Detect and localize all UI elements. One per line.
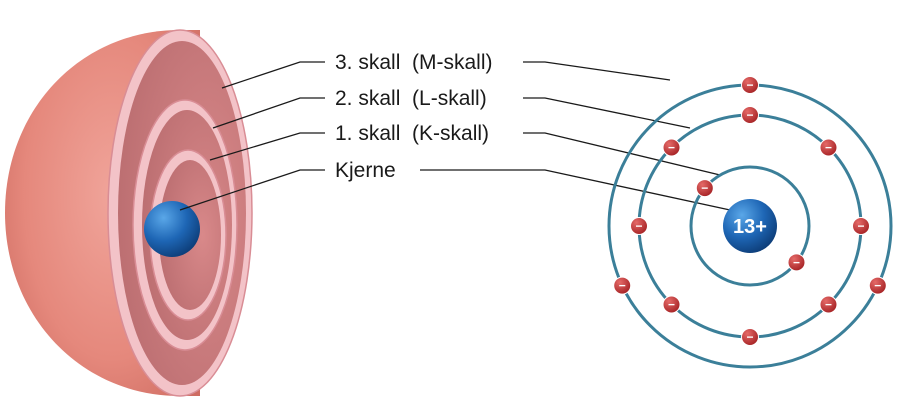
electron-m-3: −: [868, 276, 887, 295]
svg-text:−: −: [857, 219, 864, 233]
electron-l-1: −: [741, 106, 759, 124]
leader-shell1-left: [209, 132, 325, 161]
svg-text:−: −: [668, 141, 675, 155]
label-shell1: 1. skall (K-skall): [335, 122, 489, 145]
leader-shell3-right: [523, 61, 671, 81]
electron-l-8: −: [662, 138, 681, 157]
label-shell3: 3. skall (M-skall): [335, 51, 493, 74]
electron-l-5: −: [741, 328, 759, 346]
electron-m-2: −: [613, 276, 632, 295]
leader-shell2-right: [523, 97, 691, 129]
svg-text:−: −: [825, 141, 832, 155]
electron-k-1: −: [695, 179, 714, 198]
electron-l-6: −: [662, 295, 681, 314]
electron-l-4: −: [819, 295, 838, 314]
nucleus-charge-label: 13+: [733, 216, 767, 238]
svg-text:−: −: [701, 181, 708, 195]
label-nucleus: Kjerne: [335, 159, 396, 182]
leader-shell3-left: [221, 61, 325, 89]
svg-text:−: −: [825, 297, 832, 311]
cutaway-nucleus: [144, 201, 200, 257]
electron-l-7: −: [630, 217, 648, 235]
svg-text:−: −: [793, 255, 800, 269]
cutaway-sphere: [5, 29, 253, 397]
svg-text:−: −: [746, 108, 753, 122]
label-shell2: 2. skall (L-skall): [335, 87, 487, 110]
electron-m-1: −: [741, 76, 759, 94]
svg-text:−: −: [746, 78, 753, 92]
bohr-nucleus: [723, 199, 777, 253]
svg-text:−: −: [874, 279, 881, 293]
svg-text:−: −: [746, 330, 753, 344]
electron-l-2: −: [819, 138, 838, 157]
electron-l-3: −: [852, 217, 870, 235]
leader-nucleus-right: [420, 169, 731, 211]
shell-labels: 3. skall (M-skall) 2. skall (L-skall) 1.…: [335, 51, 493, 182]
electrons: − − − − − − − − − − − − −: [613, 76, 887, 346]
leader-lines: [179, 61, 731, 211]
orbit-k: [689, 165, 811, 287]
svg-text:−: −: [635, 219, 642, 233]
leader-nucleus-left: [179, 169, 325, 211]
svg-text:−: −: [619, 279, 626, 293]
leader-shell2-left: [212, 97, 325, 129]
bohr-model: 13+ − − − − − − − − − − − − −: [607, 76, 893, 369]
svg-text:−: −: [668, 297, 675, 311]
electron-k-2: −: [787, 253, 806, 272]
